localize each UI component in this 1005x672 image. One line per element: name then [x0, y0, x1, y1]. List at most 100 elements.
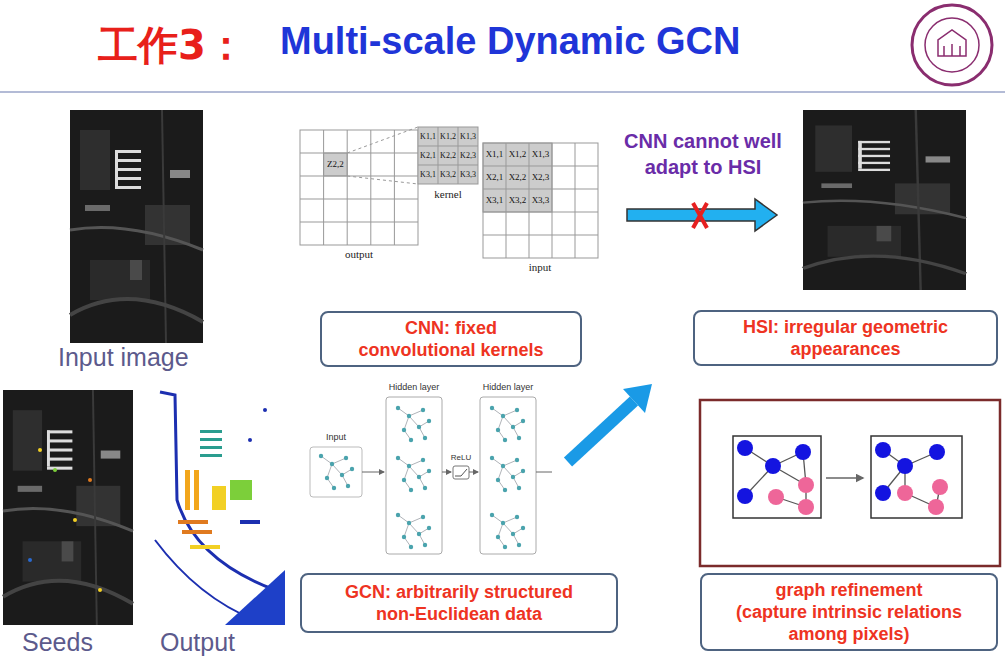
illustration-line	[693, 203, 707, 228]
illustration-rect	[483, 143, 598, 258]
illustration-circle	[765, 458, 781, 474]
illustration-circle	[737, 440, 753, 456]
slide-title: Multi-scale Dynamic GCN	[280, 20, 740, 63]
illustration-circle	[798, 499, 814, 515]
illustration-rect	[483, 143, 552, 212]
illustration-rect	[155, 390, 285, 625]
layer-name: Input	[314, 432, 358, 442]
illustration-line	[693, 203, 707, 228]
illustration-g	[745, 448, 940, 507]
illustration-rect	[480, 397, 536, 554]
work-number: 工作3：	[98, 18, 278, 73]
illustration-line	[347, 176, 418, 184]
figure-caption: kernel	[418, 188, 478, 200]
illustration-circle	[53, 468, 57, 472]
illustration-use	[3, 390, 133, 625]
illustration-circle	[897, 458, 913, 474]
matrix-cell: X1,1	[483, 143, 506, 166]
illustration-g	[737, 440, 945, 504]
matrix-cell: X1,3	[529, 143, 552, 166]
illustration-path	[938, 30, 966, 56]
illustration-line	[536, 472, 552, 473]
illustration-path	[455, 469, 467, 476]
matrix-cell: K2,2	[438, 146, 458, 165]
illustration-use	[396, 406, 431, 442]
matrix-cell: K3,3	[458, 165, 478, 184]
illustration-line	[0, 91, 1005, 93]
illustration-rect	[310, 447, 362, 497]
image-caption: Output	[160, 628, 280, 657]
illustration-circle	[737, 488, 753, 504]
illustration-line	[300, 153, 418, 154]
illustration-rect	[200, 454, 222, 457]
matrix-cell: K1,3	[458, 127, 478, 146]
figure-caption: input	[510, 261, 570, 273]
illustration-rect	[700, 400, 1000, 566]
layer-name: Hidden layer	[472, 382, 544, 392]
illustration-rect	[324, 153, 348, 176]
matrix-cell: Z2,2	[324, 153, 348, 176]
illustration-circle	[28, 558, 32, 562]
illustration-line	[442, 472, 451, 473]
illustration-rect	[185, 470, 190, 510]
illustration-circle	[98, 588, 102, 592]
illustration-line	[506, 143, 507, 258]
box-text: CNN: fixed convolutional kernels	[352, 317, 550, 361]
matrix-cell: K2,1	[418, 146, 438, 165]
illustration-line	[529, 143, 530, 258]
illustration-rect	[230, 480, 252, 500]
illustration-line	[826, 477, 863, 479]
illustration-line	[300, 176, 418, 177]
illustration-circle	[912, 5, 992, 85]
illustration-rect	[212, 486, 226, 510]
matrix-cell: K2,3	[458, 146, 478, 165]
matrix-cell: X3,3	[529, 189, 552, 212]
illustration-rect	[418, 127, 478, 184]
figure-caption: output	[329, 248, 389, 260]
image-caption: Input image	[58, 343, 228, 372]
image-caption: Seeds	[22, 628, 122, 657]
matrix-cell: K3,1	[418, 165, 438, 184]
illustration-line	[552, 143, 553, 258]
process-box: GCN: arbitrarily structured non-Euclidea…	[300, 573, 618, 633]
process-box: CNN: fixed convolutional kernels	[320, 311, 582, 367]
layer-name: Hidden layer	[378, 382, 450, 392]
illustration-line	[418, 165, 478, 166]
illustration-rect	[200, 438, 222, 441]
illustration-line	[370, 130, 371, 245]
illustration-line	[300, 199, 418, 200]
illustration-path	[160, 392, 283, 622]
box-text: GCN: arbitrarily structured non-Euclidea…	[340, 581, 578, 625]
box-text: graph refinement	[722, 579, 976, 601]
matrix-cell: X3,2	[506, 189, 529, 212]
illustration-line	[438, 127, 439, 184]
matrix-cell: K3,2	[438, 165, 458, 184]
illustration-line	[483, 235, 598, 236]
illustration-rect	[182, 530, 212, 534]
illustration-g	[300, 127, 598, 258]
illustration-line	[575, 143, 576, 258]
illustration-circle	[897, 485, 913, 501]
illustration-circle	[875, 485, 891, 501]
illustration-circle	[263, 408, 267, 412]
illustration-use	[490, 406, 525, 442]
illustration-line	[458, 127, 459, 184]
matrix-cell: X2,2	[506, 166, 529, 189]
matrix-cell: X2,3	[529, 166, 552, 189]
illustration-use	[490, 456, 525, 492]
illustration-use	[70, 110, 203, 343]
box-text: HSI: irregular geometric appearances	[715, 316, 976, 360]
illustration-path	[225, 570, 285, 625]
illustration-line	[362, 472, 384, 473]
illustration-line	[300, 222, 418, 223]
illustration-line	[347, 127, 418, 153]
illustration-circle	[932, 479, 948, 495]
illustration-rect	[200, 446, 222, 449]
matrix-cell: X3,1	[483, 189, 506, 212]
illustration-circle	[88, 478, 92, 482]
illustration-line	[323, 130, 324, 245]
illustration-circle	[795, 444, 811, 460]
process-box: graph refinement(capture intrinsic relat…	[700, 573, 998, 651]
